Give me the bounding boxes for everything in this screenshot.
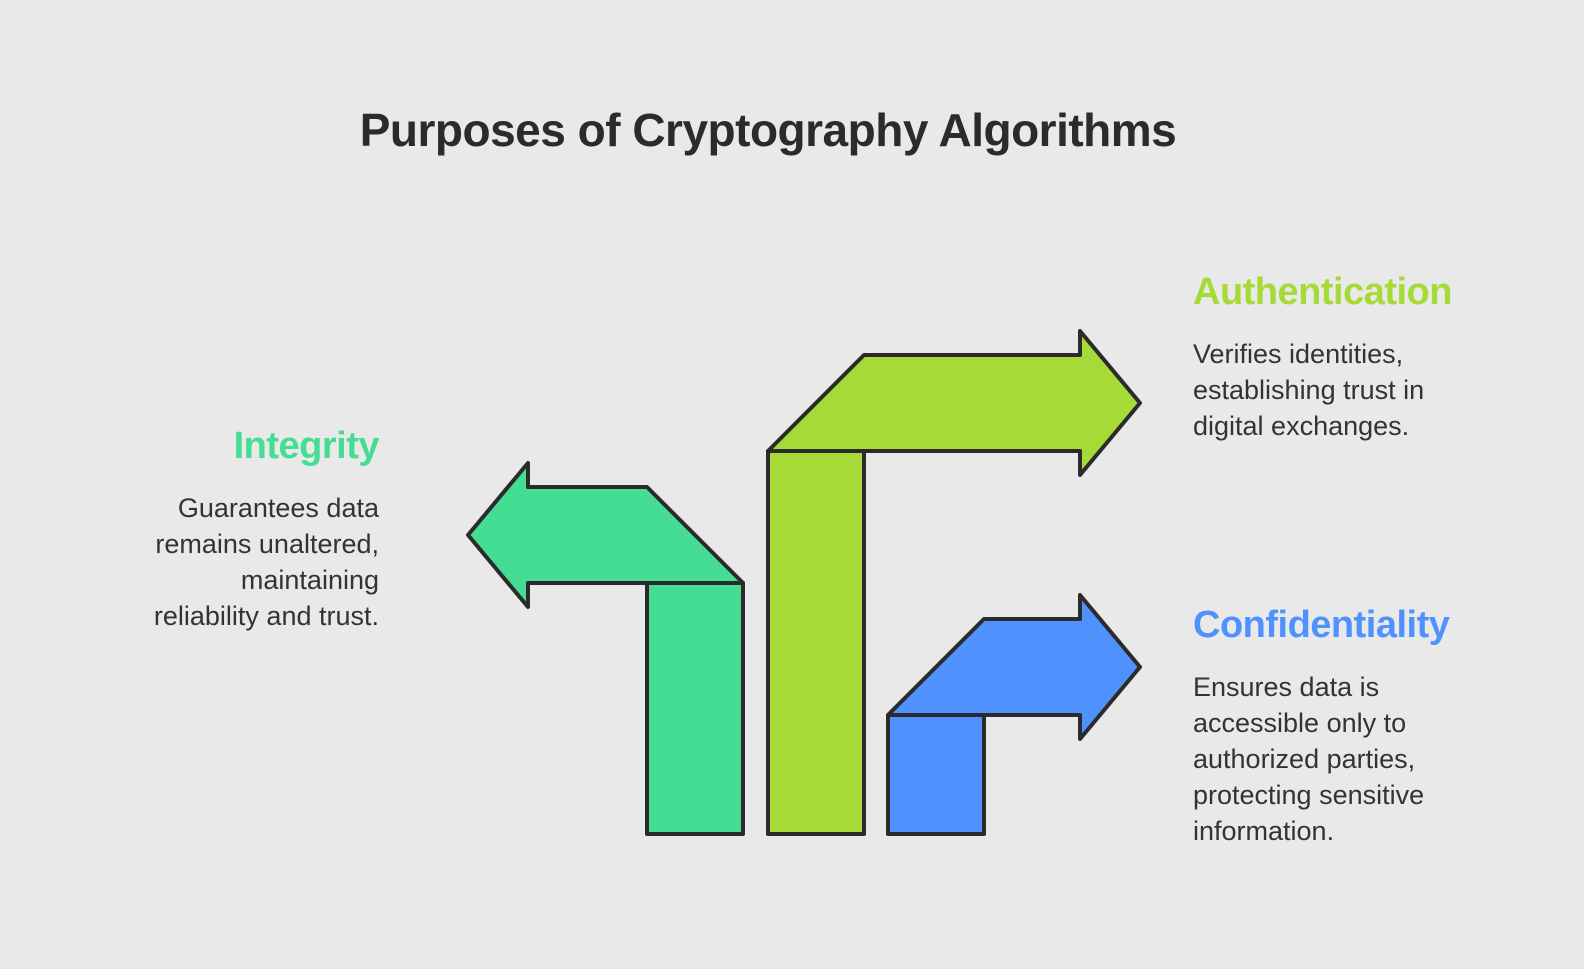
integrity-arrow-icon — [466, 461, 745, 836]
description-line: maintaining — [240, 565, 379, 595]
description-line: protecting sensitive — [1193, 780, 1425, 810]
description-line: reliability and trust. — [153, 601, 379, 631]
description-line: Guarantees data — [177, 493, 379, 523]
authentication-heading: Authentication — [1193, 271, 1452, 313]
description-line: establishing trust in — [1193, 375, 1425, 405]
integrity-description: Guarantees data remains unaltered, maint… — [154, 490, 379, 634]
confidentiality-arrow-icon — [886, 593, 1142, 836]
authentication-arrow-icon — [766, 329, 1142, 836]
description-line: remains unaltered, — [155, 529, 379, 559]
description-line: information. — [1193, 816, 1335, 846]
authentication-label: Authentication Verifies identities, esta… — [1193, 270, 1452, 444]
confidentiality-label: Confidentiality Ensures data is accessib… — [1193, 603, 1450, 849]
integrity-label: Integrity Guarantees data remains unalte… — [154, 424, 380, 634]
page-title: Purposes of Cryptography Algorithms — [359, 104, 1177, 156]
confidentiality-heading: Confidentiality — [1193, 604, 1450, 646]
integrity-heading: Integrity — [233, 425, 380, 467]
confidentiality-description: Ensures data is accessible only to autho… — [1193, 669, 1449, 849]
description-line: Verifies identities, — [1193, 339, 1404, 369]
description-line: digital exchanges. — [1193, 411, 1410, 441]
description-line: Ensures data is — [1193, 672, 1380, 702]
description-line: accessible only to — [1193, 708, 1407, 738]
authentication-description: Verifies identities, establishing trust … — [1193, 336, 1452, 444]
description-line: authorized parties, — [1193, 744, 1416, 774]
